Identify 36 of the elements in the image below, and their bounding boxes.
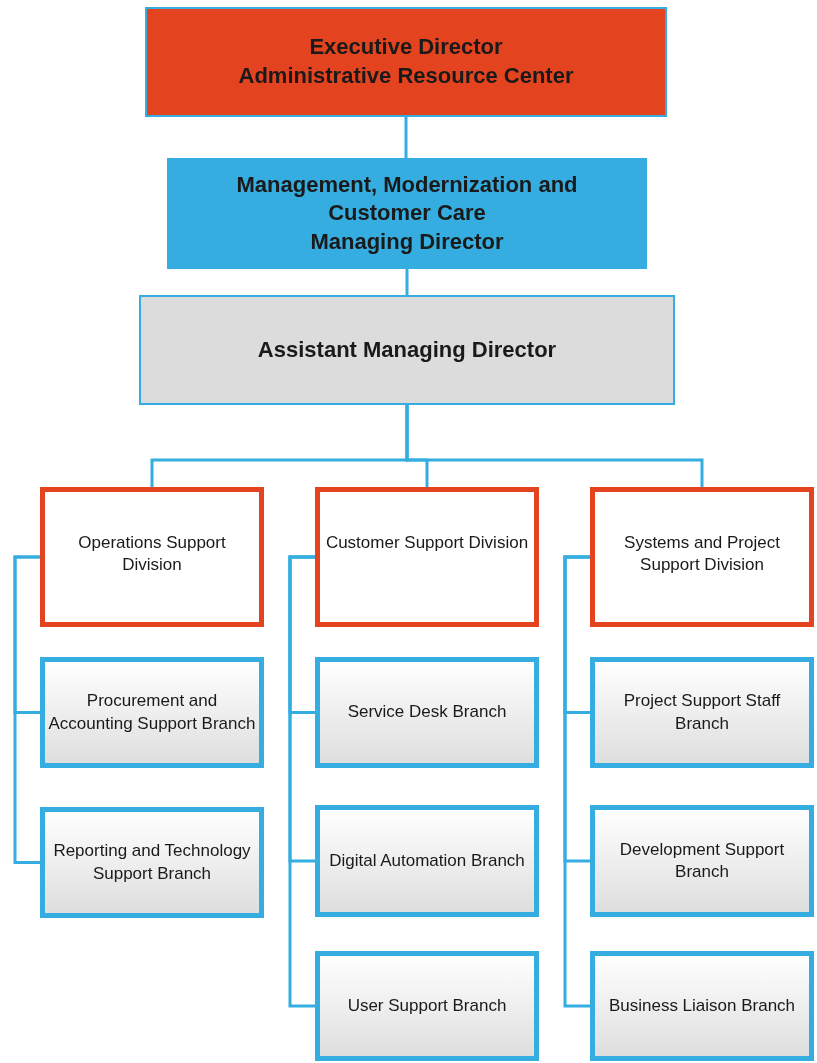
branch-box: [590, 657, 814, 768]
box-label: Executive Director: [309, 33, 503, 62]
connector-line: [563, 555, 590, 1008]
box-label: Service Desk Branch: [347, 701, 507, 724]
connector-line: [405, 405, 704, 487]
box-label: Business Liaison Branch: [608, 994, 796, 1017]
box-label: Management, Modernization and Customer Care: [235, 170, 579, 228]
division-box: [315, 487, 539, 627]
connector-line: [404, 117, 408, 158]
box-label: Managing Director: [310, 227, 504, 256]
box-label: Development Support Branch: [618, 838, 786, 883]
director-box: [167, 158, 647, 269]
branch-box: [590, 951, 814, 1061]
box-label: Systems and Project Support Division: [623, 532, 781, 577]
branch-box: [590, 805, 814, 917]
branch-box: [315, 805, 539, 917]
box-label: Digital Automation Branch: [329, 849, 525, 872]
branch-box: [40, 807, 264, 918]
connector-line: [288, 555, 315, 1008]
division-box: [590, 487, 814, 627]
box-label: Project Support Staff Branch: [622, 690, 782, 735]
box-label: Customer Support Division: [325, 532, 529, 554]
box-label: Administrative Resource Center: [238, 62, 574, 90]
box-label: Reporting and Technology Support Branch: [52, 840, 252, 885]
branch-box: [40, 657, 264, 768]
assistant-director-box: [139, 295, 675, 405]
box-label: Assistant Managing Director: [257, 335, 557, 364]
box-label: User Support Branch: [347, 994, 507, 1017]
box-label: Procurement and Accounting Support Branch: [47, 690, 257, 735]
branch-box: [315, 951, 539, 1061]
division-box: [40, 487, 264, 627]
connector-line: [405, 269, 409, 295]
executive-box: [145, 7, 667, 117]
box-label: Operations Support Division: [77, 532, 227, 577]
branch-box: [315, 657, 539, 768]
connector-line: [13, 555, 40, 864]
